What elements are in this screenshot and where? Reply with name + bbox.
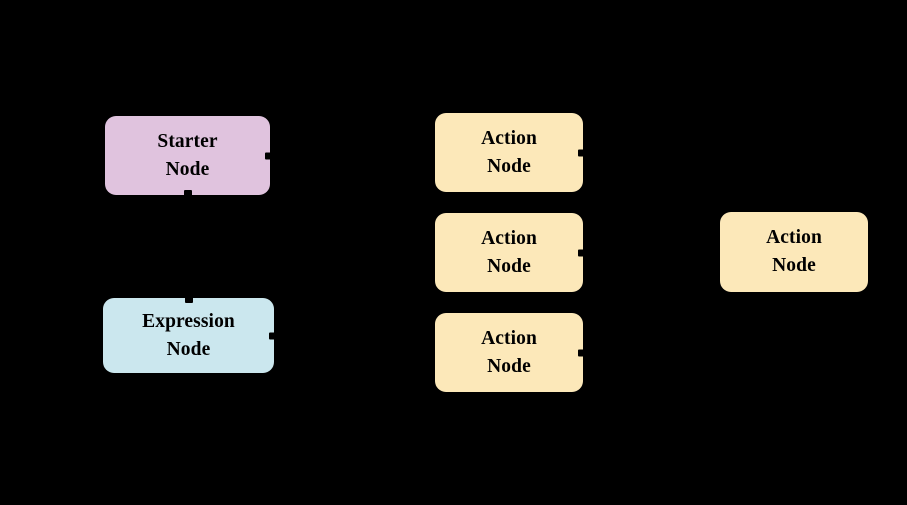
edge-5[interactable] bbox=[582, 151, 721, 253]
edge-1[interactable] bbox=[269, 151, 436, 157]
action-node-2-label: Action Node bbox=[481, 227, 537, 277]
edge-2[interactable] bbox=[269, 154, 436, 254]
starter-node-port-bottom[interactable] bbox=[183, 190, 192, 196]
starter-node-label: Starter Node bbox=[157, 130, 218, 180]
action-node-3[interactable]: Action Node bbox=[435, 313, 584, 392]
expression-node-label: Expression Node bbox=[142, 310, 235, 360]
action-node-3-label: Action Node bbox=[481, 327, 537, 377]
edge-3[interactable] bbox=[273, 251, 436, 337]
starter-node[interactable]: Starter Node bbox=[105, 116, 271, 196]
expression-node[interactable]: Expression Node bbox=[103, 297, 275, 373]
action-node-1[interactable]: Action Node bbox=[435, 113, 584, 192]
action-node-1-port-right[interactable] bbox=[578, 149, 584, 156]
action-node-2[interactable]: Action Node bbox=[435, 213, 584, 292]
action-node-4-label: Action Node bbox=[766, 227, 822, 276]
action-node-1-label: Action Node bbox=[481, 127, 537, 177]
action-node-4[interactable]: Action Node bbox=[720, 212, 868, 292]
starter-node-port-right[interactable] bbox=[265, 152, 271, 159]
action-node-2-port-right[interactable] bbox=[578, 249, 584, 256]
edge-4[interactable] bbox=[273, 334, 436, 354]
expression-node-port-right[interactable] bbox=[269, 332, 275, 339]
action-node-3-port-right[interactable] bbox=[578, 349, 584, 356]
edge-6[interactable] bbox=[582, 251, 721, 254]
expression-node-port-top[interactable] bbox=[184, 297, 193, 303]
edge-7[interactable] bbox=[582, 251, 721, 354]
